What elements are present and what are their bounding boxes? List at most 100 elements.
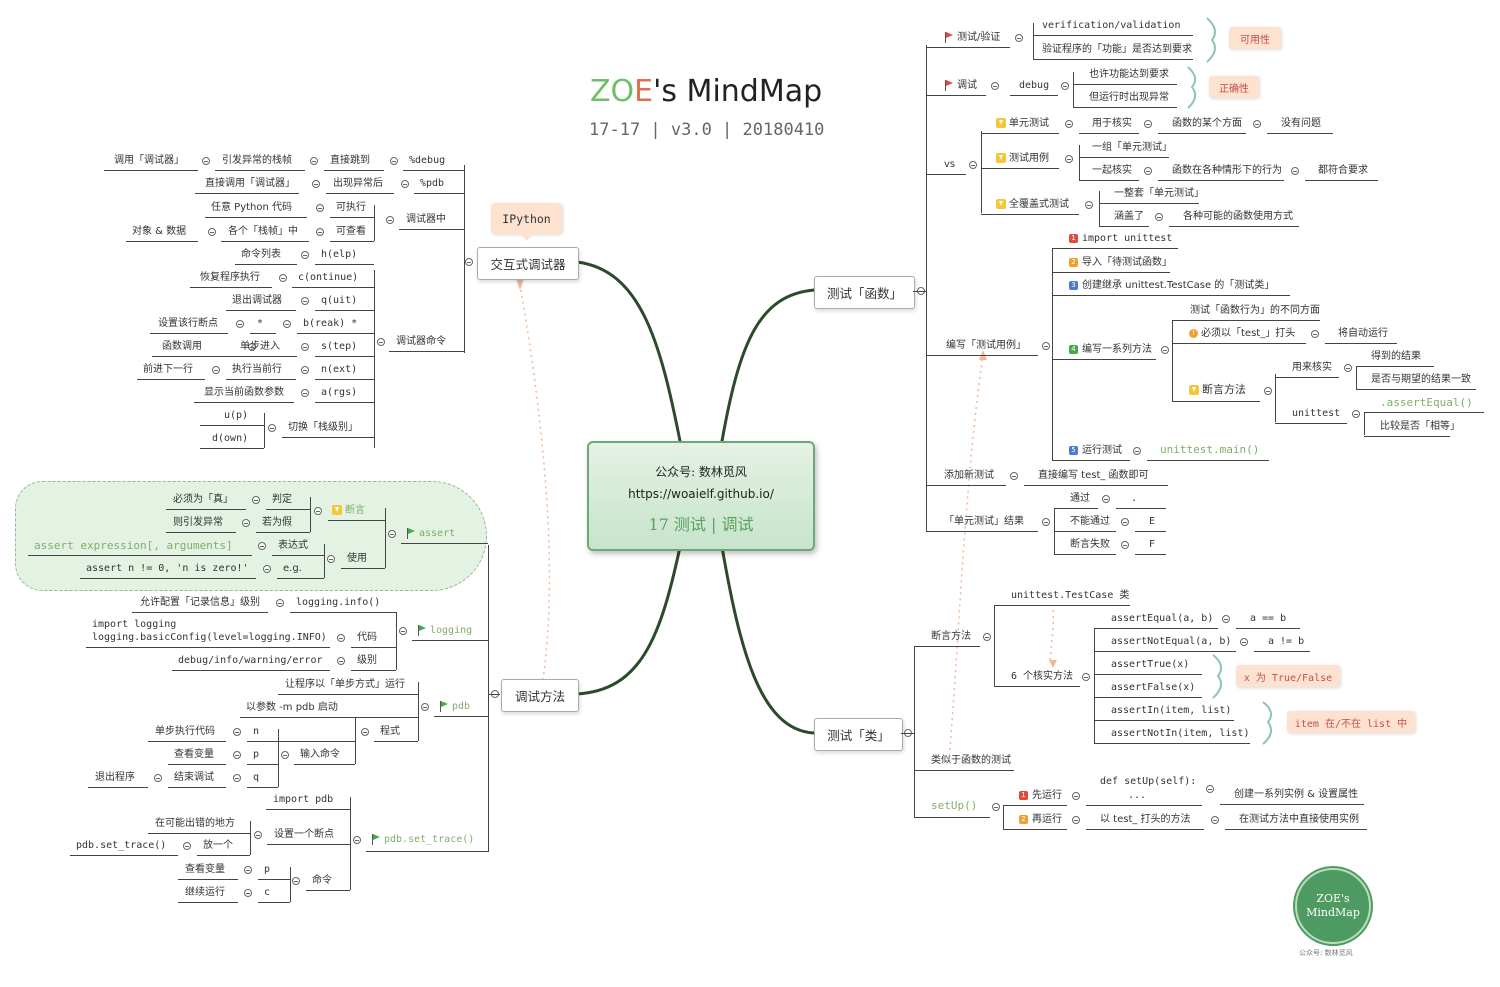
collapse-toggle[interactable] — [183, 842, 191, 850]
collapse-toggle[interactable] — [1072, 792, 1080, 800]
collapse-toggle[interactable] — [1015, 34, 1023, 42]
collapse-toggle[interactable] — [258, 542, 266, 550]
label-direct-call: 直接调用「调试器」 — [205, 178, 295, 189]
label-executable: 可执行 — [336, 202, 366, 213]
collapse-toggle[interactable] — [1240, 638, 1248, 646]
collapse-toggle[interactable] — [1102, 495, 1110, 503]
collapse-toggle[interactable] — [1085, 201, 1093, 209]
collapse-toggle[interactable] — [1264, 387, 1272, 395]
collapse-toggle[interactable] — [301, 366, 309, 374]
collapse-toggle[interactable] — [316, 204, 324, 212]
branch-debug-method[interactable]: 调试方法 — [501, 679, 579, 712]
collapse-toggle[interactable] — [1121, 518, 1129, 526]
collapse-toggle[interactable] — [361, 728, 369, 736]
collapse-toggle[interactable] — [1155, 213, 1163, 221]
collapse-toggle[interactable] — [337, 634, 345, 642]
collapse-toggle[interactable] — [281, 751, 289, 759]
collapse-toggle[interactable] — [992, 803, 1000, 811]
collapse-toggle[interactable] — [244, 866, 252, 874]
collapse-toggle[interactable] — [154, 774, 162, 782]
collapse-toggle[interactable] — [301, 389, 309, 397]
collapse-toggle[interactable] — [301, 343, 309, 351]
collapse-toggle[interactable] — [233, 728, 241, 736]
collapse-toggle[interactable] — [292, 877, 300, 885]
branch-test-class[interactable]: 测试「类」 — [814, 718, 903, 751]
collapse-toggle[interactable] — [316, 228, 324, 236]
collapse-toggle[interactable] — [312, 180, 320, 188]
collapse-toggle[interactable] — [401, 180, 409, 188]
branch-interactive-debugger[interactable]: 交互式调试器 — [477, 247, 579, 280]
underline — [235, 264, 297, 265]
collapse-toggle[interactable] — [1121, 541, 1129, 549]
label-assertion: 断言 — [345, 505, 365, 516]
collapse-toggle[interactable] — [301, 251, 309, 259]
collapse-toggle[interactable] — [465, 258, 473, 266]
underline — [1094, 697, 1202, 698]
collapse-toggle[interactable] — [388, 530, 396, 538]
label-no-problem: 没有问题 — [1281, 118, 1321, 129]
collapse-toggle[interactable] — [314, 507, 322, 515]
cmd-c: c — [264, 887, 271, 898]
underline — [205, 217, 307, 218]
collapse-toggle[interactable] — [310, 157, 318, 165]
collapse-toggle[interactable] — [1061, 82, 1069, 90]
collapse-toggle[interactable] — [236, 320, 244, 328]
collapse-toggle[interactable] — [1211, 816, 1219, 824]
central-topic[interactable]: 公众号: 数林觅风 https://woaielf.github.io/ 17 … — [587, 441, 815, 551]
collapse-toggle[interactable] — [1222, 615, 1230, 623]
collapse-toggle[interactable] — [233, 774, 241, 782]
collapse-toggle[interactable] — [386, 216, 394, 224]
collapse-toggle[interactable] — [1065, 155, 1073, 163]
collapse-toggle[interactable] — [1133, 447, 1141, 455]
collapse-toggle[interactable] — [208, 228, 216, 236]
collapse-toggle[interactable] — [276, 599, 284, 607]
collapse-toggle[interactable] — [983, 633, 991, 641]
collapse-toggle[interactable] — [1010, 472, 1018, 480]
collapse-toggle[interactable] — [244, 889, 252, 897]
collapse-toggle[interactable] — [242, 519, 250, 527]
collapse-toggle[interactable] — [1291, 167, 1299, 175]
collapse-toggle[interactable] — [1082, 673, 1090, 681]
collapse-toggle[interactable] — [390, 157, 398, 165]
collapse-toggle[interactable] — [1161, 346, 1169, 354]
collapse-toggle[interactable] — [337, 657, 345, 665]
branch-line — [926, 45, 927, 532]
collapse-toggle[interactable] — [399, 627, 407, 635]
collapse-toggle[interactable] — [969, 161, 977, 169]
collapse-toggle[interactable] — [1206, 785, 1214, 793]
collapse-toggle[interactable] — [248, 343, 256, 351]
branch-test-function[interactable]: 测试「函数」 — [814, 276, 915, 309]
collapse-toggle[interactable] — [283, 320, 291, 328]
collapse-toggle[interactable] — [263, 565, 271, 573]
label-then-run: 再运行 — [1032, 814, 1062, 825]
branch-line — [310, 497, 311, 532]
collapse-toggle[interactable] — [1042, 518, 1050, 526]
collapse-toggle[interactable] — [1253, 120, 1261, 128]
tag-correctness: 正确性 — [1209, 76, 1259, 98]
number-3-icon: 3 — [1069, 281, 1078, 290]
collapse-toggle[interactable] — [252, 496, 260, 504]
collapse-toggle[interactable] — [327, 555, 335, 563]
collapse-toggle[interactable] — [202, 157, 210, 165]
collapse-toggle[interactable] — [991, 82, 999, 90]
ipython-callout: IPython — [491, 203, 562, 241]
collapse-toggle[interactable] — [1144, 120, 1152, 128]
underline — [914, 646, 980, 647]
collapse-toggle[interactable] — [1144, 167, 1152, 175]
label-unit-result: 「单元测试」结果 — [944, 516, 1024, 527]
collapse-toggle[interactable] — [1042, 342, 1050, 350]
collapse-toggle[interactable] — [377, 338, 385, 346]
collapse-toggle[interactable] — [301, 297, 309, 305]
collapse-toggle[interactable] — [212, 366, 220, 374]
collapse-toggle[interactable] — [1072, 816, 1080, 824]
collapse-toggle[interactable] — [1311, 330, 1319, 338]
collapse-toggle[interactable] — [421, 703, 429, 711]
collapse-toggle[interactable] — [353, 836, 361, 844]
collapse-toggle[interactable] — [1352, 410, 1360, 418]
collapse-toggle[interactable] — [254, 831, 262, 839]
collapse-toggle[interactable] — [268, 424, 276, 432]
collapse-toggle[interactable] — [1065, 120, 1073, 128]
collapse-toggle[interactable] — [1344, 364, 1352, 372]
collapse-toggle[interactable] — [279, 274, 287, 282]
collapse-toggle[interactable] — [233, 751, 241, 759]
